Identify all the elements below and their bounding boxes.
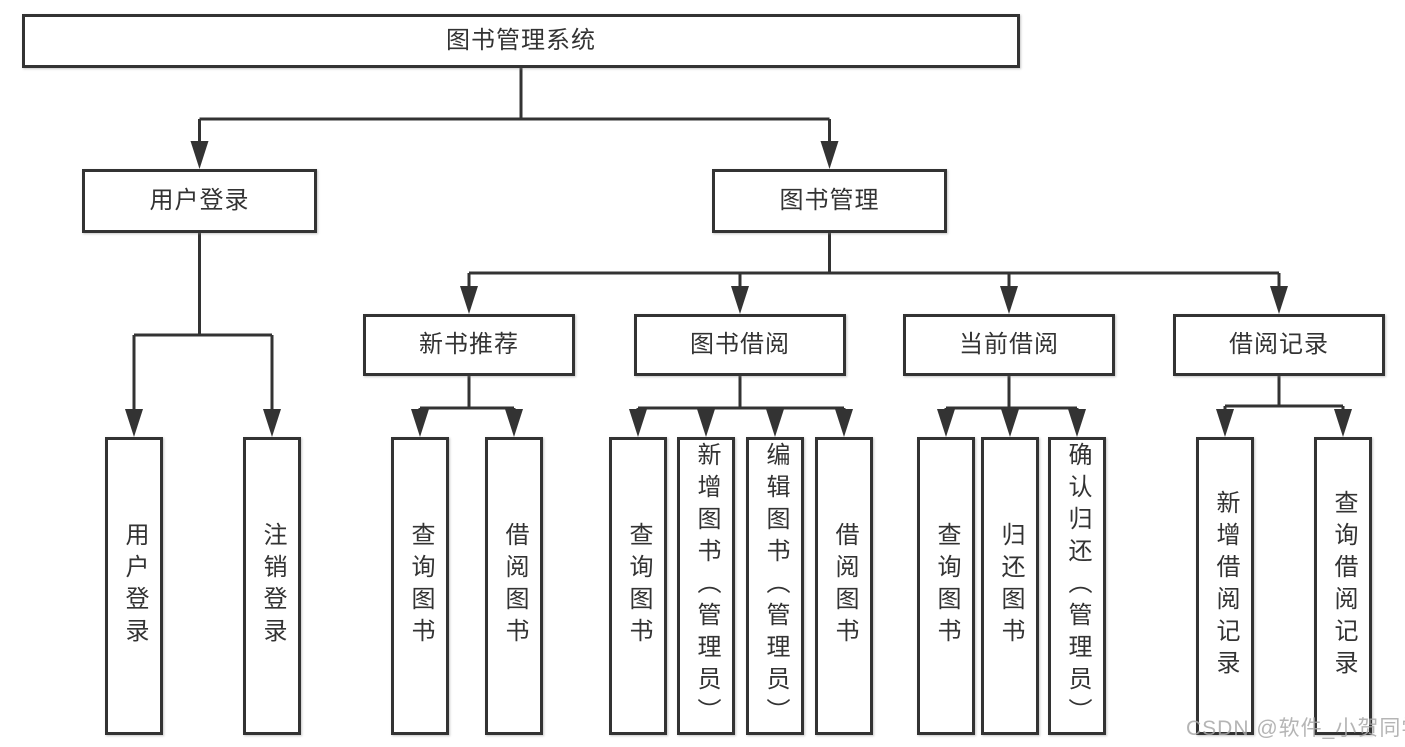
leaf-add-borrow-record: 新增借阅记录 bbox=[1196, 437, 1254, 735]
watermark: CSDN @软件_小贺同学 bbox=[1186, 717, 1405, 740]
leaf-borrow-books-recommend: 借阅图书 bbox=[485, 437, 543, 735]
leaf-query-borrow-record-label: 查询借阅记录 bbox=[1330, 490, 1357, 682]
node-borrowing-records: 借阅记录 bbox=[1173, 314, 1385, 376]
leaf-add-borrow-record-label: 新增借阅记录 bbox=[1212, 490, 1239, 682]
leaf-query-books-recommend-label: 查询图书 bbox=[407, 522, 434, 650]
node-library-system-label: 图书管理系统 bbox=[446, 27, 596, 54]
leaf-query-books-borrowing: 查询图书 bbox=[609, 437, 667, 735]
node-new-book-recommend-label: 新书推荐 bbox=[419, 331, 519, 358]
node-user-login: 用户登录 bbox=[82, 169, 317, 233]
leaf-query-books-current: 查询图书 bbox=[917, 437, 975, 735]
leaf-return-books-label: 归还图书 bbox=[997, 522, 1024, 650]
leaf-add-book-admin-label: 新增图书（管理员） bbox=[693, 442, 720, 730]
leaf-logout-label: 注销登录 bbox=[259, 522, 286, 650]
leaf-borrow-books-borrowing-label: 借阅图书 bbox=[831, 522, 858, 650]
node-book-management: 图书管理 bbox=[712, 169, 947, 233]
leaf-confirm-return-admin-label: 确认归还（管理员） bbox=[1064, 442, 1091, 730]
node-book-borrowing-label: 图书借阅 bbox=[690, 331, 790, 358]
node-user-login-label: 用户登录 bbox=[149, 187, 250, 214]
arrowheads bbox=[125, 141, 1352, 437]
leaf-confirm-return-admin: 确认归还（管理员） bbox=[1048, 437, 1106, 735]
leaf-edit-book-admin-label: 编辑图书（管理员） bbox=[762, 442, 789, 730]
node-book-borrowing: 图书借阅 bbox=[634, 314, 846, 376]
leaf-query-books-current-label: 查询图书 bbox=[933, 522, 960, 650]
leaf-query-books-borrowing-label: 查询图书 bbox=[625, 522, 652, 650]
leaf-borrow-books-borrowing: 借阅图书 bbox=[815, 437, 873, 735]
leaf-query-books-recommend: 查询图书 bbox=[391, 437, 449, 735]
leaf-user-login: 用户登录 bbox=[105, 437, 163, 735]
node-new-book-recommend: 新书推荐 bbox=[363, 314, 575, 376]
leaf-add-book-admin: 新增图书（管理员） bbox=[677, 437, 735, 735]
node-current-borrowing: 当前借阅 bbox=[903, 314, 1115, 376]
leaf-query-borrow-record: 查询借阅记录 bbox=[1314, 437, 1372, 735]
leaf-edit-book-admin: 编辑图书（管理员） bbox=[746, 437, 804, 735]
node-borrowing-records-label: 借阅记录 bbox=[1229, 331, 1329, 358]
leaf-logout: 注销登录 bbox=[243, 437, 301, 735]
node-book-management-label: 图书管理 bbox=[779, 187, 880, 214]
leaf-user-login-label: 用户登录 bbox=[121, 522, 148, 650]
leaf-borrow-books-recommend-label: 借阅图书 bbox=[501, 522, 528, 650]
node-current-borrowing-label: 当前借阅 bbox=[959, 331, 1059, 358]
node-library-system: 图书管理系统 bbox=[22, 14, 1020, 68]
leaf-return-books: 归还图书 bbox=[981, 437, 1039, 735]
